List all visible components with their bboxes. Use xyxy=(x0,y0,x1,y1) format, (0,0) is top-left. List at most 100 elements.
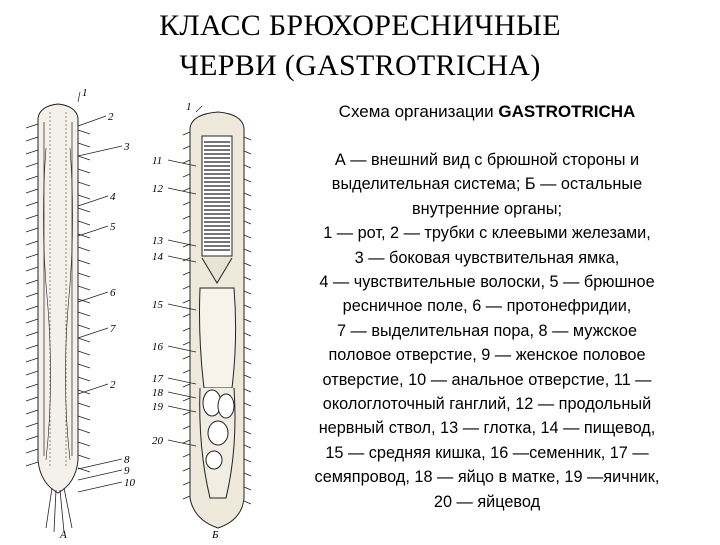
cilium xyxy=(182,327,191,332)
leader-line xyxy=(167,439,197,447)
caption-line: 7 — выделительная пора, 8 — мужское xyxy=(336,321,638,340)
leader-line xyxy=(167,187,197,195)
sensory-hair xyxy=(77,311,91,317)
sensory-hair xyxy=(25,162,39,168)
cilium xyxy=(243,360,252,365)
cilium xyxy=(182,187,191,192)
caption-line: отверстие, 10 — анальное отверстие, 11 — xyxy=(322,370,652,389)
sensory-hair xyxy=(25,357,39,363)
cilium xyxy=(243,206,252,211)
sensory-hair xyxy=(25,422,39,428)
cilium xyxy=(243,304,252,309)
sensory-hair xyxy=(77,415,91,421)
sensory-hair xyxy=(77,376,91,382)
figure-label: 1 xyxy=(82,88,88,99)
cilium xyxy=(182,411,191,416)
caption-line: 15 — средняя кишка, 16 —семенник, 17 — xyxy=(325,443,649,462)
sensory-hair xyxy=(25,240,39,246)
leader-line xyxy=(77,383,109,395)
sensory-hair xyxy=(25,201,39,207)
panel-a-tail xyxy=(45,487,73,533)
cilium xyxy=(182,299,191,304)
cilium xyxy=(182,369,191,374)
figure-label: 18 xyxy=(152,387,164,399)
cilium xyxy=(243,276,252,281)
caption-line: выделительная система; Б — остальные xyxy=(331,175,643,194)
pharynx xyxy=(201,135,233,257)
sensory-hair xyxy=(77,350,91,356)
leader-line xyxy=(77,291,109,303)
cilium xyxy=(243,318,252,323)
caption-line: А — внешний вид с брюшной стороны и xyxy=(334,151,640,169)
leader-line xyxy=(167,303,197,311)
sensory-hair xyxy=(77,142,91,148)
sensory-hair xyxy=(25,253,39,259)
sensory-hair xyxy=(77,298,91,304)
egg-3 xyxy=(207,420,229,446)
sensory-hair xyxy=(25,318,39,324)
caption-line: 20 — яйцевод xyxy=(433,492,541,511)
sensory-hair xyxy=(25,279,39,285)
figure-label: 10 xyxy=(124,477,136,489)
figure-label: 19 xyxy=(152,401,164,413)
leader-line xyxy=(77,469,123,481)
figure-label: 20 xyxy=(152,435,164,447)
caption-line: половое отверстие, 9 — женское половое xyxy=(328,346,646,365)
sensory-hair xyxy=(25,448,39,454)
sensory-hair xyxy=(25,409,39,415)
sensory-hair xyxy=(25,136,39,142)
sensory-hair xyxy=(25,344,39,350)
cilium xyxy=(243,178,252,183)
cilium xyxy=(182,383,191,388)
figure-label: 17 xyxy=(152,373,164,385)
figure-label: 13 xyxy=(152,235,164,247)
egg-4 xyxy=(205,450,223,470)
sensory-hair xyxy=(77,428,91,434)
sensory-hair xyxy=(25,123,39,129)
figure-label: 7 xyxy=(110,323,116,335)
title-line-1: КЛАСС БРЮХОРЕСНИЧНЫЕ xyxy=(159,9,561,42)
panel-b-hairs xyxy=(182,131,252,505)
leader-line xyxy=(77,115,107,127)
sensory-hair xyxy=(77,337,91,343)
cilium xyxy=(182,341,191,346)
leader-line xyxy=(77,225,109,237)
leader-line xyxy=(77,458,123,470)
cilium xyxy=(243,150,252,155)
leader-line xyxy=(167,391,197,399)
figure-label: 4 xyxy=(110,191,116,203)
sensory-hair xyxy=(25,305,39,311)
cilium xyxy=(182,215,191,220)
cilium xyxy=(243,136,252,141)
caption-heading-text: Схема организации xyxy=(338,102,499,121)
cilium xyxy=(182,439,191,444)
leader-line xyxy=(167,345,197,353)
cilium xyxy=(182,145,191,150)
leader-line xyxy=(167,405,197,413)
leader-line xyxy=(77,327,109,339)
panel-a-hairs xyxy=(25,123,91,473)
caption-line: 3 — боковая чувствительная ямка, xyxy=(354,248,620,267)
panel-a-body xyxy=(37,103,79,494)
sensory-hair xyxy=(25,188,39,194)
caption-line: внутренние органы; xyxy=(412,199,562,218)
figure-label: 8 xyxy=(124,454,130,466)
cilium xyxy=(182,173,191,178)
cilium xyxy=(243,388,252,393)
cilium xyxy=(243,192,252,197)
figure-label: 15 xyxy=(152,299,164,311)
cilium xyxy=(182,495,191,500)
caption-line: 4 — чувствительные волоски, 5 — брюшное xyxy=(319,273,655,292)
cilium xyxy=(243,402,252,407)
cilium xyxy=(182,453,191,458)
cilium xyxy=(182,313,191,318)
sensory-hair xyxy=(77,272,91,278)
egg-2 xyxy=(217,393,235,419)
sensory-hair xyxy=(25,461,39,467)
sensory-hair xyxy=(77,194,91,200)
sensory-hair xyxy=(25,266,39,272)
sensory-hair xyxy=(77,454,91,460)
